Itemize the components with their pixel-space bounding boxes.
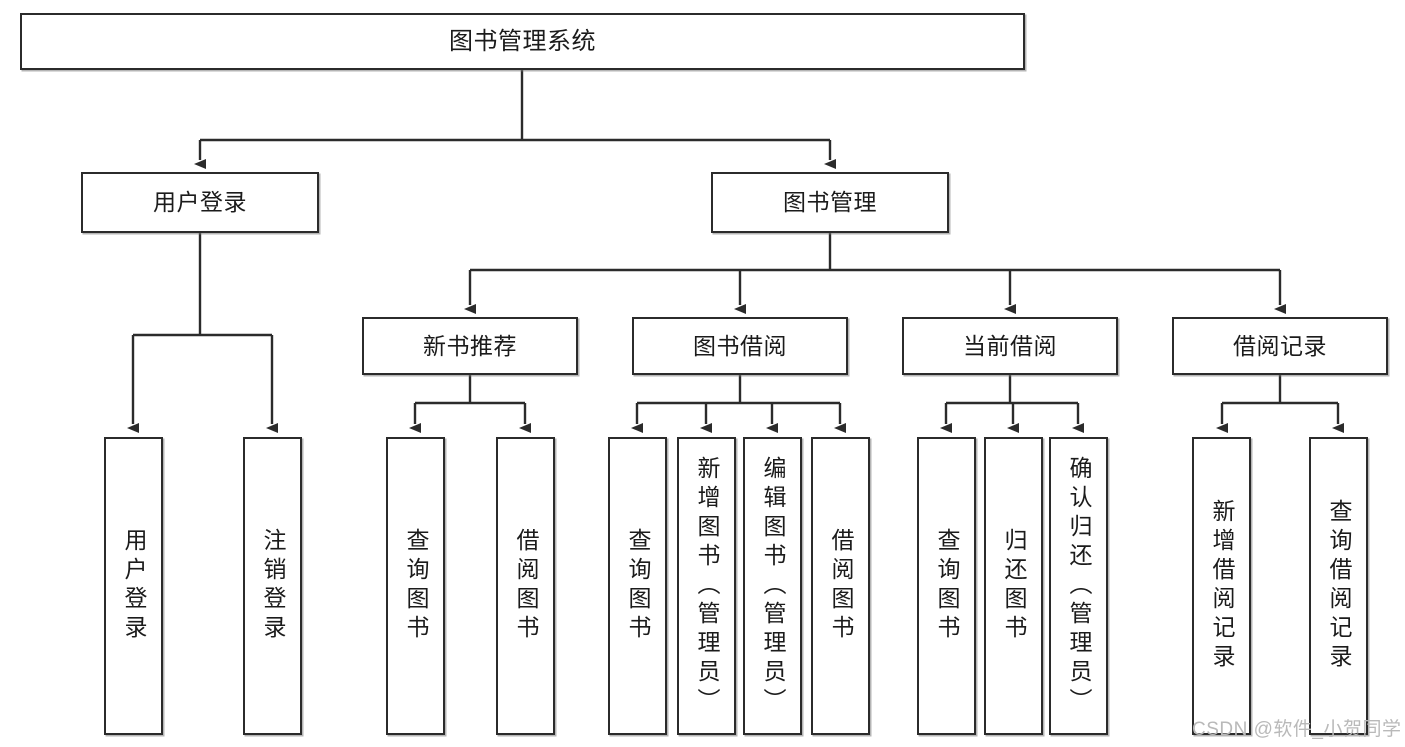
leaf-user-login-logout[interactable]: 注销登录 xyxy=(243,437,302,735)
leaf-book-borrow-edit[interactable]: 编辑图书（管理员） xyxy=(743,437,802,735)
node-label: 查询借阅记录 xyxy=(1326,499,1352,673)
node-root-system[interactable]: 图书管理系统 xyxy=(20,13,1025,70)
leaf-book-borrow-add[interactable]: 新增图书（管理员） xyxy=(677,437,736,735)
node-label: 图书管理系统 xyxy=(449,27,596,55)
node-label: 编辑图书（管理员） xyxy=(760,455,786,717)
node-label: 注销登录 xyxy=(260,528,286,644)
node-label: 查询图书 xyxy=(403,528,429,644)
node-label: 新书推荐 xyxy=(423,332,517,359)
node-current-borrow[interactable]: 当前借阅 xyxy=(902,317,1118,375)
leaf-borrow-record-query[interactable]: 查询借阅记录 xyxy=(1309,437,1368,735)
node-new-book-recommend[interactable]: 新书推荐 xyxy=(362,317,578,375)
node-borrow-record[interactable]: 借阅记录 xyxy=(1172,317,1388,375)
node-label: 确认归还（管理员） xyxy=(1066,455,1092,717)
leaf-borrow-record-add[interactable]: 新增借阅记录 xyxy=(1192,437,1251,735)
node-label: 当前借阅 xyxy=(963,332,1057,359)
node-label: 新增借阅记录 xyxy=(1209,499,1235,673)
node-label: 新增图书（管理员） xyxy=(694,455,720,717)
leaf-book-borrow-query[interactable]: 查询图书 xyxy=(608,437,667,735)
leaf-book-borrow-borrow[interactable]: 借阅图书 xyxy=(811,437,870,735)
node-label: 借阅图书 xyxy=(828,528,854,644)
node-label: 用户登录 xyxy=(153,189,247,216)
node-book-management[interactable]: 图书管理 xyxy=(711,172,949,233)
leaf-new-book-query[interactable]: 查询图书 xyxy=(386,437,445,735)
node-label: 查询图书 xyxy=(625,528,651,644)
node-book-borrow[interactable]: 图书借阅 xyxy=(632,317,848,375)
leaf-current-borrow-query[interactable]: 查询图书 xyxy=(917,437,976,735)
node-user-login[interactable]: 用户登录 xyxy=(81,172,319,233)
csdn-watermark: CSDN @软件_小贺同学 xyxy=(1192,719,1402,740)
node-label: 图书借阅 xyxy=(693,332,787,359)
node-label: 借阅图书 xyxy=(513,528,539,644)
node-label: 用户登录 xyxy=(121,528,147,644)
leaf-current-borrow-return[interactable]: 归还图书 xyxy=(984,437,1043,735)
leaf-new-book-borrow[interactable]: 借阅图书 xyxy=(496,437,555,735)
leaf-user-login-login[interactable]: 用户登录 xyxy=(104,437,163,735)
node-label: 查询图书 xyxy=(934,528,960,644)
node-label: 借阅记录 xyxy=(1233,332,1327,359)
leaf-current-borrow-confirm-return[interactable]: 确认归还（管理员） xyxy=(1049,437,1108,735)
node-label: 图书管理 xyxy=(783,189,877,216)
node-label: 归还图书 xyxy=(1001,528,1027,644)
